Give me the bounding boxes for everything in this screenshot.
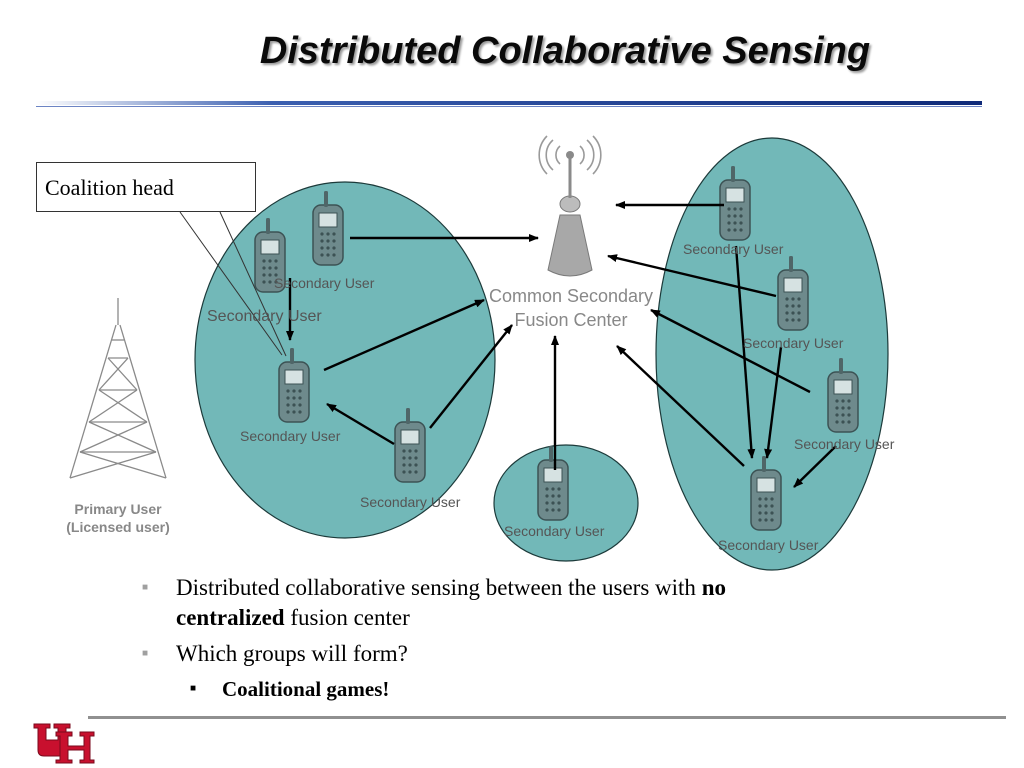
coalition-right — [655, 137, 889, 571]
secondary-user-label: Secondary User — [743, 335, 844, 351]
bullet-square-icon: ■ — [190, 683, 197, 694]
secondary-user-label: Secondary User — [718, 537, 819, 553]
fusion-center-line2: Fusion Center — [514, 310, 628, 330]
coalition-head-callout: Coalition head — [36, 162, 256, 212]
transmission-tower-icon — [69, 298, 167, 479]
arrows — [286, 201, 837, 488]
secondary-user-label: Secondary User — [683, 241, 784, 257]
secondary-user-label: Secondary User — [504, 523, 605, 539]
bullet-text: fusion center — [284, 605, 410, 630]
fusion-center-line1: Common Secondary — [488, 286, 654, 306]
callout-pointer — [179, 211, 287, 357]
bullet-item: ■ Distributed collaborative sensing betw… — [130, 573, 890, 633]
bullet-square-icon: ■ — [142, 582, 149, 593]
secondary-user-label: Secondary User — [360, 494, 461, 510]
primary-user-label: Primary User (Licensed user) — [50, 500, 186, 536]
sub-bullet-text: Coalitional games! — [222, 677, 390, 701]
sub-bullet-item: ■ Coalitional games! — [130, 675, 890, 703]
bullet-item: ■ Which groups will form? — [130, 639, 890, 669]
bullet-bold: no — [701, 575, 726, 600]
secondary-user-label: Secondary User — [207, 308, 322, 325]
secondary-user-label: Secondary User — [274, 275, 375, 291]
bullet-square-icon: ■ — [142, 648, 149, 659]
antenna-icon — [538, 135, 602, 277]
secondary-user-label: Secondary User — [794, 436, 895, 452]
bullet-text: Distributed collaborative sensing betwee… — [176, 575, 702, 600]
uh-logo-icon — [33, 723, 95, 764]
bullet-text: Which groups will form? — [176, 641, 408, 666]
title-divider — [36, 101, 982, 107]
primary-user-line2: (Licensed user) — [66, 519, 170, 535]
secondary-user-label: Secondary User — [240, 428, 341, 444]
fusion-center-label: Common Secondary Fusion Center — [476, 284, 666, 332]
slide-title: Distributed Collaborative Sensing — [259, 30, 871, 72]
footer-divider — [88, 716, 1006, 719]
primary-user-line1: Primary User — [74, 501, 162, 517]
bullet-bold: centralized — [176, 605, 285, 630]
bullet-list: ■ Distributed collaborative sensing betw… — [130, 573, 890, 703]
